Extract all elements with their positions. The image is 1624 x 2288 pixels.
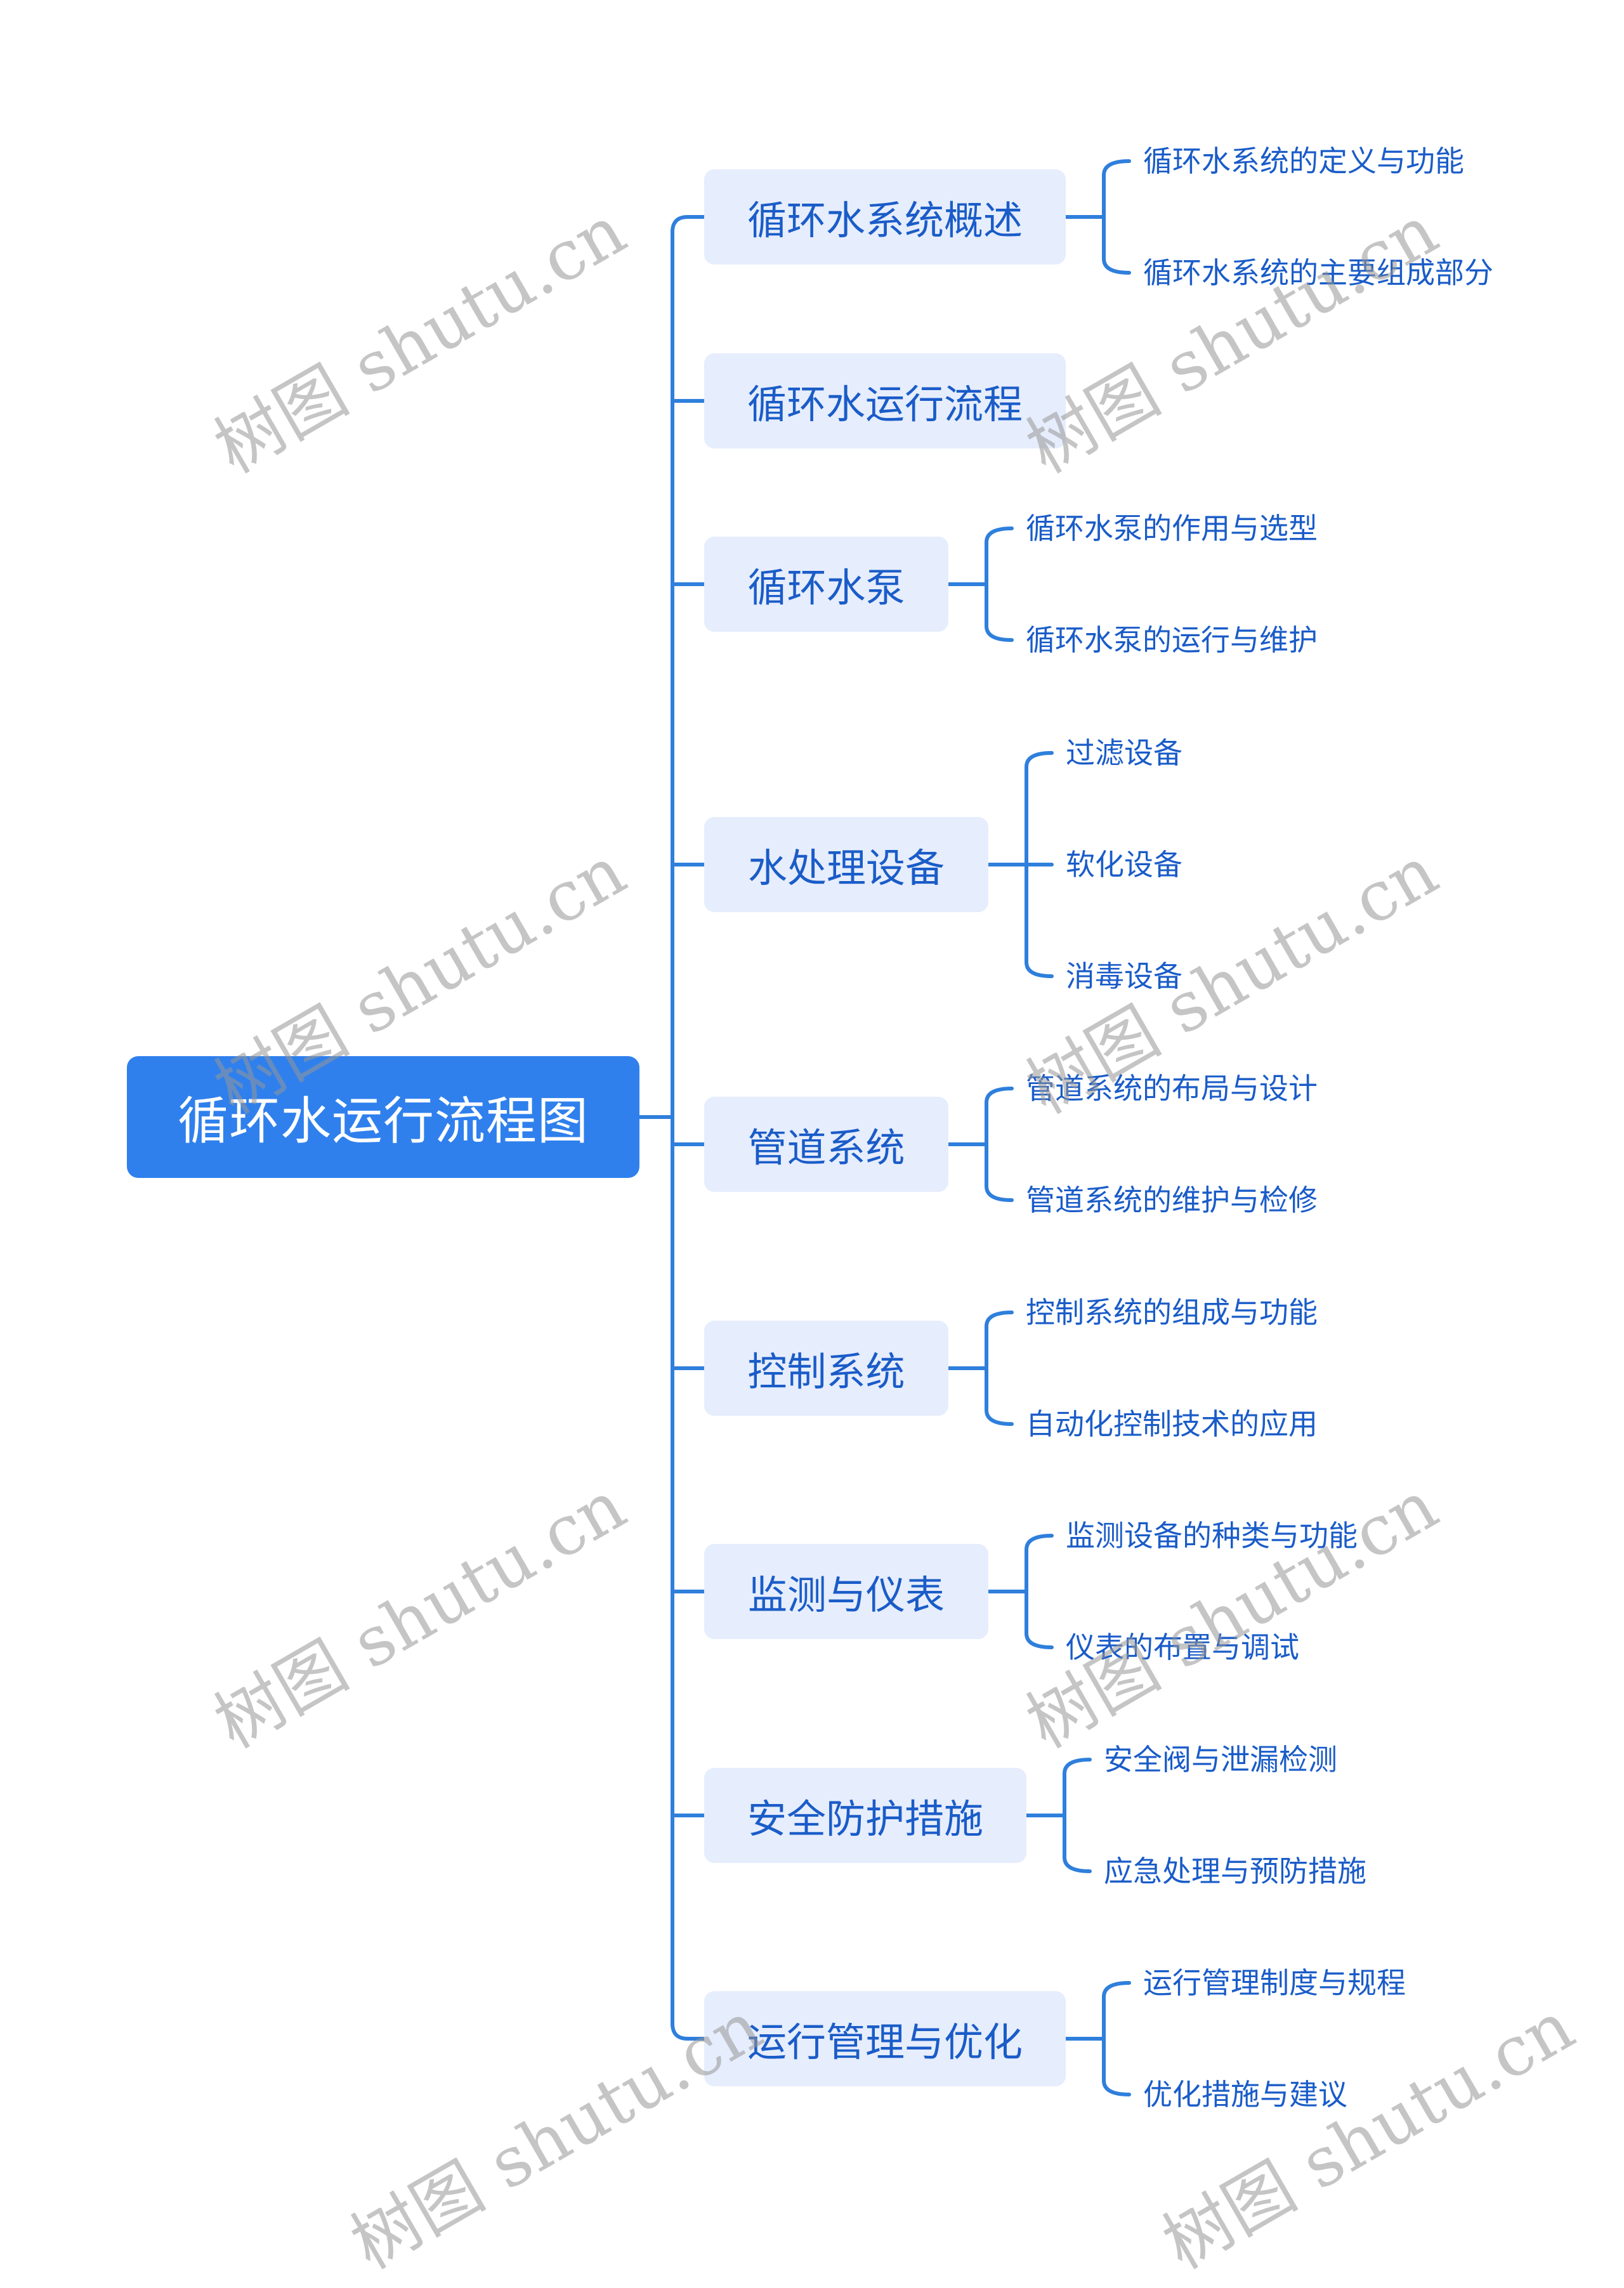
topic-node[interactable]: 循环水运行流程 [704,353,1066,448]
connector-line [985,1087,1014,1202]
subtopic-node[interactable]: 循环水系统的定义与功能 [1143,144,1464,178]
subtopic-node[interactable]: 安全阀与泄漏检测 [1104,1742,1337,1777]
subtopic-node[interactable]: 自动化控制技术的应用 [1026,1407,1318,1441]
subtopic-node[interactable]: 应急处理与预防措施 [1104,1854,1366,1888]
connector-line [985,1311,1014,1426]
subtopic-node[interactable]: 仪表的布置与调试 [1066,1630,1299,1664]
topic-node[interactable]: 循环水系统概述 [704,169,1066,265]
topic-node[interactable]: 管道系统 [704,1097,948,1192]
subtopic-node[interactable]: 过滤设备 [1066,736,1182,770]
connector-line [671,215,690,2041]
subtopic-node[interactable]: 管道系统的维护与检修 [1026,1183,1318,1217]
connector-line [1025,1534,1054,1649]
topic-node[interactable]: 水处理设备 [704,817,988,912]
topic-node[interactable]: 循环水泵 [704,537,948,632]
topic-node[interactable]: 运行管理与优化 [704,1991,1066,2086]
topic-node[interactable]: 控制系统 [704,1321,948,1416]
subtopic-node[interactable]: 循环水泵的作用与选型 [1026,511,1318,546]
connector-line [1063,1758,1092,1873]
subtopic-node[interactable]: 运行管理制度与规程 [1143,1966,1406,2000]
connector-line [985,526,1014,642]
subtopic-node[interactable]: 循环水系统的主要组成部分 [1143,256,1493,290]
connector-line [1102,159,1131,275]
connector-line [1102,1981,1131,2096]
root-node[interactable]: 循环水运行流程图 [127,1056,639,1178]
connector-lines [638,159,1131,2096]
subtopic-node[interactable]: 软化设备 [1066,847,1182,882]
subtopic-node[interactable]: 控制系统的组成与功能 [1026,1295,1318,1330]
subtopic-node[interactable]: 消毒设备 [1066,959,1182,993]
subtopic-node[interactable]: 监测设备的种类与功能 [1066,1519,1358,1553]
subtopic-node[interactable]: 循环水泵的运行与维护 [1026,623,1318,657]
subtopic-node[interactable]: 优化措施与建议 [1143,2077,1347,2112]
subtopic-node[interactable]: 管道系统的布局与设计 [1026,1071,1318,1106]
topic-node[interactable]: 安全防护措施 [704,1768,1026,1863]
topic-node[interactable]: 监测与仪表 [704,1544,988,1639]
